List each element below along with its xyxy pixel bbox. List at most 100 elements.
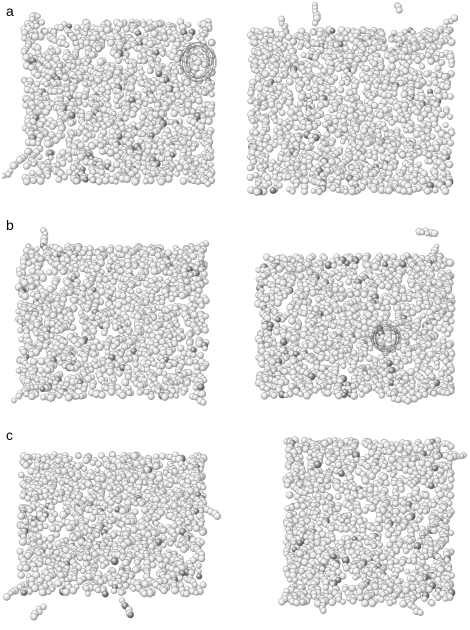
atom-sphere bbox=[23, 177, 31, 186]
atom-sphere bbox=[252, 129, 260, 137]
atom-sphere bbox=[158, 76, 166, 84]
atom-sphere bbox=[315, 188, 323, 196]
wireframe-ring bbox=[186, 52, 210, 72]
atom-sphere bbox=[2, 172, 7, 179]
atom-sphere bbox=[293, 125, 300, 131]
atom-sphere bbox=[184, 35, 191, 42]
atom-sphere bbox=[301, 188, 308, 195]
atom-sphere bbox=[80, 385, 88, 393]
atom-sphere bbox=[342, 188, 349, 195]
atom-sphere bbox=[271, 141, 278, 148]
atom-sphere bbox=[23, 162, 31, 170]
atom-sphere bbox=[386, 85, 393, 92]
atom-sphere bbox=[37, 255, 44, 263]
atom-sphere bbox=[275, 76, 283, 84]
atom-sphere bbox=[382, 126, 389, 133]
atom-sphere bbox=[445, 160, 454, 169]
atom-sphere bbox=[249, 117, 256, 125]
atom-sphere bbox=[82, 135, 89, 143]
atom-sphere bbox=[70, 296, 78, 304]
atom-sphere bbox=[297, 100, 304, 108]
atom-sphere bbox=[402, 29, 408, 35]
atom-sphere bbox=[348, 187, 357, 196]
atom-sphere bbox=[193, 160, 200, 167]
atom-sphere bbox=[388, 36, 395, 43]
atom-sphere bbox=[423, 187, 432, 195]
atom-sphere bbox=[185, 22, 192, 28]
atom-sphere bbox=[201, 90, 207, 96]
atom-sphere bbox=[414, 81, 422, 89]
atom-sphere bbox=[17, 327, 24, 334]
atom-sphere bbox=[173, 392, 180, 399]
atom-sphere bbox=[252, 123, 259, 129]
atom-sphere bbox=[155, 70, 163, 78]
atom-sphere bbox=[385, 186, 393, 195]
atom-sphere bbox=[146, 40, 155, 49]
atom-sphere bbox=[73, 177, 80, 185]
atom-sphere bbox=[286, 266, 293, 273]
atom-sphere bbox=[310, 29, 317, 36]
atom-sphere bbox=[38, 19, 46, 26]
atom-sphere bbox=[388, 119, 396, 126]
atom-sphere bbox=[84, 375, 93, 383]
atom-sphere bbox=[363, 139, 372, 148]
atom-sphere bbox=[135, 280, 142, 287]
atom-sphere bbox=[139, 114, 147, 122]
atom-sphere bbox=[431, 186, 439, 194]
atom-sphere bbox=[79, 249, 87, 257]
atom-sphere bbox=[319, 135, 326, 141]
atom-sphere bbox=[413, 108, 421, 116]
atom-sphere bbox=[425, 80, 432, 87]
atom-sphere bbox=[100, 329, 108, 337]
atom-sphere bbox=[93, 126, 100, 133]
atom-sphere bbox=[304, 79, 311, 86]
atom-sphere bbox=[186, 150, 193, 157]
atom-sphere bbox=[418, 177, 427, 186]
atom-sphere bbox=[49, 311, 57, 320]
atom-sphere bbox=[40, 394, 47, 401]
atom-sphere bbox=[108, 165, 115, 173]
atom-sphere bbox=[419, 63, 426, 70]
atom-sphere bbox=[327, 68, 334, 76]
atom-sphere bbox=[81, 324, 89, 331]
atom-sphere bbox=[263, 80, 269, 87]
atom-sphere bbox=[46, 269, 53, 276]
molecular-render-b-left bbox=[11, 227, 210, 406]
atom-sphere bbox=[179, 109, 187, 117]
atom-sphere bbox=[28, 284, 35, 291]
atom-sphere bbox=[345, 278, 353, 286]
atom-sphere bbox=[42, 108, 50, 116]
atom-sphere bbox=[276, 182, 283, 189]
atom-sphere bbox=[30, 358, 38, 366]
atom-sphere bbox=[47, 393, 56, 402]
atom-sphere bbox=[247, 98, 254, 105]
atom-sphere bbox=[327, 77, 336, 86]
atom-sphere bbox=[253, 187, 261, 196]
panel-label-b: b bbox=[6, 217, 14, 233]
atom-sphere bbox=[290, 258, 296, 265]
atom-sphere bbox=[371, 263, 380, 271]
atom-sphere bbox=[317, 63, 324, 70]
atom-sphere bbox=[414, 265, 422, 273]
atom-sphere bbox=[424, 230, 431, 237]
atom-sphere bbox=[276, 102, 284, 110]
atom-sphere bbox=[69, 365, 75, 372]
atom-sphere bbox=[106, 149, 115, 157]
atom-sphere bbox=[107, 388, 116, 396]
atom-sphere bbox=[70, 63, 77, 70]
atom-sphere bbox=[44, 140, 52, 148]
atom-sphere bbox=[337, 35, 345, 43]
atom-sphere bbox=[281, 120, 288, 127]
atom-sphere bbox=[410, 29, 416, 36]
atom-sphere bbox=[39, 386, 46, 393]
atom-sphere bbox=[119, 391, 127, 400]
atom-sphere bbox=[437, 272, 444, 279]
atom-sphere bbox=[29, 176, 37, 185]
atom-sphere bbox=[420, 122, 427, 129]
atom-sphere bbox=[164, 138, 172, 146]
atom-sphere bbox=[36, 177, 45, 185]
atom-sphere bbox=[118, 327, 125, 335]
atom-sphere bbox=[136, 389, 143, 396]
atom-sphere bbox=[31, 32, 40, 41]
atom-sphere bbox=[103, 26, 112, 34]
